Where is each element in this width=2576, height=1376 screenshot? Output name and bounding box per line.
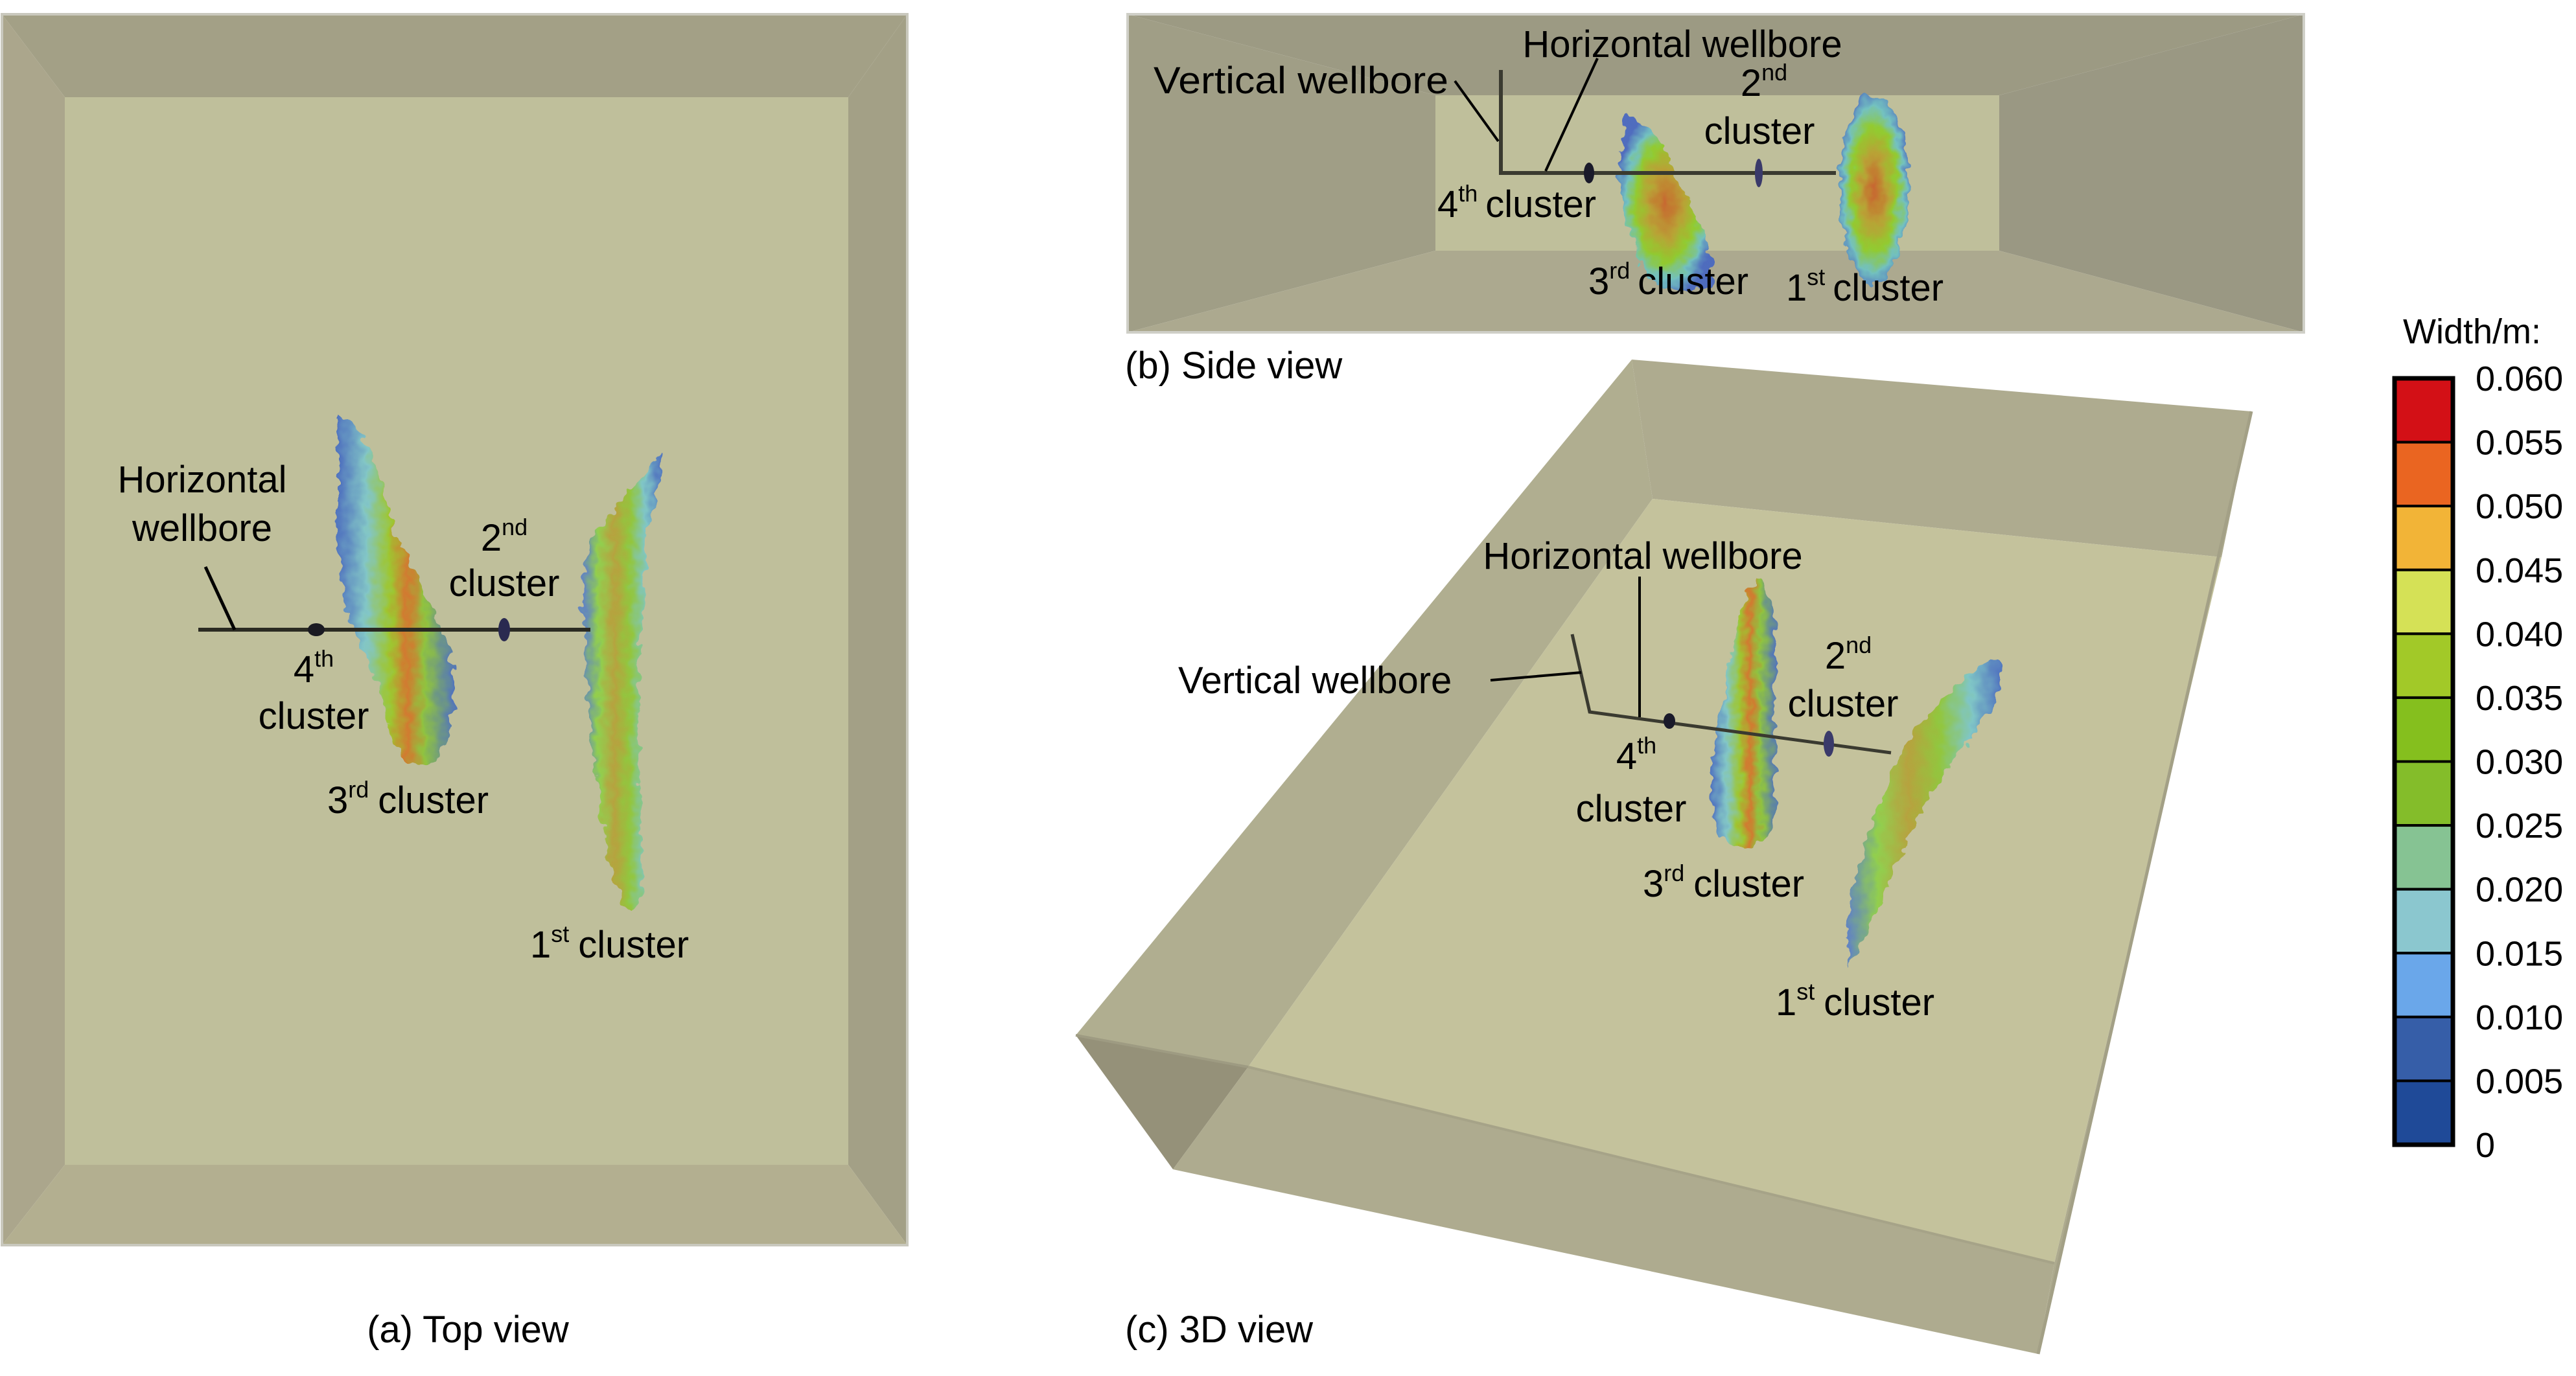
- legend-cell: [2393, 952, 2454, 1018]
- legend-cell: [2393, 824, 2454, 891]
- top-view-cluster-2-word: cluster: [449, 562, 560, 604]
- legend-tick-label: 0: [2476, 1126, 2495, 1165]
- view-3d-front-left-face: [1076, 1035, 1248, 1169]
- legend-tick-labels: 0.060 0.055 0.050 0.045 0.040 0.035 0.030 0.025…: [2476, 360, 2563, 1165]
- legend-tick-label: 0.040: [2476, 615, 2563, 654]
- side-view-panel: Vertical wellbore Horizontal wellbore 2n…: [1125, 13, 2305, 387]
- side-view-vertical-label: Vertical wellbore: [1154, 60, 1448, 102]
- side-view-perforation-2nd: [1755, 159, 1763, 187]
- legend-cell: [2393, 696, 2454, 763]
- top-view-horizontal-label-2: wellbore: [132, 507, 272, 549]
- legend-tick-label: 0.025: [2476, 807, 2563, 845]
- top-view-cluster-4-word: cluster: [259, 695, 369, 737]
- legend-cell: [2393, 377, 2454, 444]
- view-3d-front-wall: [1173, 1067, 2054, 1354]
- legend-cell: [2393, 632, 2454, 699]
- side-view-wellbore: [1499, 70, 1836, 175]
- view-3d-vertical-label: Vertical wellbore: [1178, 659, 1452, 702]
- view-3d-perforation-4th: [1664, 713, 1675, 729]
- top-view-perforation-4th: [308, 623, 325, 636]
- view-3d-vertical-leader: [1490, 671, 1582, 682]
- top-view-fracture-1st-cluster: [583, 453, 661, 913]
- view-3d-edge-3: [2036, 411, 2253, 1355]
- legend-tick-label: 0.055: [2476, 424, 2563, 463]
- top-view-caption: (a) Top view: [367, 1309, 570, 1351]
- legend-cell: [2393, 888, 2454, 955]
- top-view-wall-left: [2, 14, 65, 1245]
- view-3d-wellbore: [1570, 634, 1892, 755]
- legend-tick-label: 0.030: [2476, 743, 2563, 782]
- side-view-horizontal-leader: [1544, 58, 1599, 172]
- side-view-frame: [1126, 13, 2305, 334]
- view-3d-fracture-1st-cluster: [1847, 661, 2002, 965]
- side-view-horizontal-label: Horizontal wellbore: [1522, 23, 1842, 65]
- view-3d-left-wall: [1076, 360, 1653, 1067]
- side-view-perforation-4th: [1584, 163, 1594, 183]
- view-3d-edge-2: [1247, 1066, 2055, 1265]
- side-view-cluster-2-word: cluster: [1704, 110, 1815, 152]
- legend-tick-label: 0.045: [2476, 551, 2563, 590]
- view-3d-cluster-4-label: 4th: [1616, 732, 1656, 777]
- legend-cell: [2393, 568, 2454, 636]
- view-3d-cluster-2-word: cluster: [1788, 683, 1899, 725]
- legend-tick-label: 0.010: [2476, 998, 2563, 1037]
- side-view-wall-bottom: [1128, 251, 2304, 332]
- view-3d-cluster-2-label: 2nd: [1825, 632, 1872, 677]
- top-view-wall-top: [2, 14, 907, 97]
- legend-cell: [2393, 1015, 2454, 1083]
- view-3d-horizontal-label: Horizontal wellbore: [1483, 535, 1802, 577]
- legend-cell: [2393, 1079, 2454, 1146]
- side-view-wall-left: [1128, 14, 1435, 332]
- legend-cell: [2393, 505, 2454, 571]
- top-view-perforation-2nd: [498, 618, 510, 641]
- view-3d-perforation-2nd: [1824, 731, 1834, 757]
- legend-color-bar: [2392, 376, 2455, 1147]
- legend-frame: [2392, 376, 2455, 1147]
- legend-tick-label: 0.005: [2476, 1062, 2563, 1101]
- view-3d-fracture-3rd-cluster: [1710, 577, 1777, 847]
- width-legend: Width/m: 0.0600.0550.0500.0450.0400.0350…: [2392, 312, 2563, 1165]
- legend-tick-label: 0.035: [2476, 679, 2563, 718]
- side-view-cluster-2-label: 2nd: [1741, 59, 1787, 104]
- legend-tick-label: 0.060: [2476, 360, 2563, 398]
- view-3d-back-wall: [1632, 360, 2251, 557]
- legend-tick-label: 0.015: [2476, 934, 2563, 973]
- top-view-wellbore-leader: [203, 566, 237, 631]
- top-view-cluster-2-label: 2nd: [481, 514, 528, 559]
- view-3d-panel: Horizontal wellbore Vertical wellbore 2n…: [1075, 360, 2253, 1355]
- top-view-horizontal-label-1: Horizontal: [117, 459, 286, 501]
- legend-tick-label: 0.020: [2476, 871, 2563, 910]
- top-view-wall-right: [848, 14, 907, 1245]
- side-view-wall-right: [1999, 14, 2304, 332]
- side-view-fracture-3rd-cluster: [1619, 115, 1713, 291]
- top-view-fracture-3rd-cluster: [337, 415, 454, 763]
- top-view-frame: [1, 13, 909, 1246]
- legend-tick-label: 0.050: [2476, 487, 2563, 526]
- top-view-wall-bottom: [2, 1165, 907, 1245]
- side-view-vertical-leader: [1454, 80, 1500, 143]
- view-3d-cluster-4-word: cluster: [1576, 788, 1687, 830]
- side-view-caption: (b) Side view: [1125, 345, 1343, 387]
- top-view-panel: Horizontal wellbore 2nd cluster 4th clus…: [1, 13, 909, 1351]
- legend-cell: [2393, 441, 2454, 508]
- side-view-wall-top: [1128, 14, 2304, 95]
- view-3d-edge-1: [1075, 1034, 1249, 1068]
- legend-cell: [2393, 760, 2454, 827]
- top-view-cluster-4-label: 4th: [294, 645, 334, 691]
- side-view-fracture-1st-cluster: [1839, 96, 1909, 284]
- view-3d-caption: (c) 3D view: [1125, 1309, 1314, 1351]
- legend-title: Width/m:: [2403, 312, 2541, 351]
